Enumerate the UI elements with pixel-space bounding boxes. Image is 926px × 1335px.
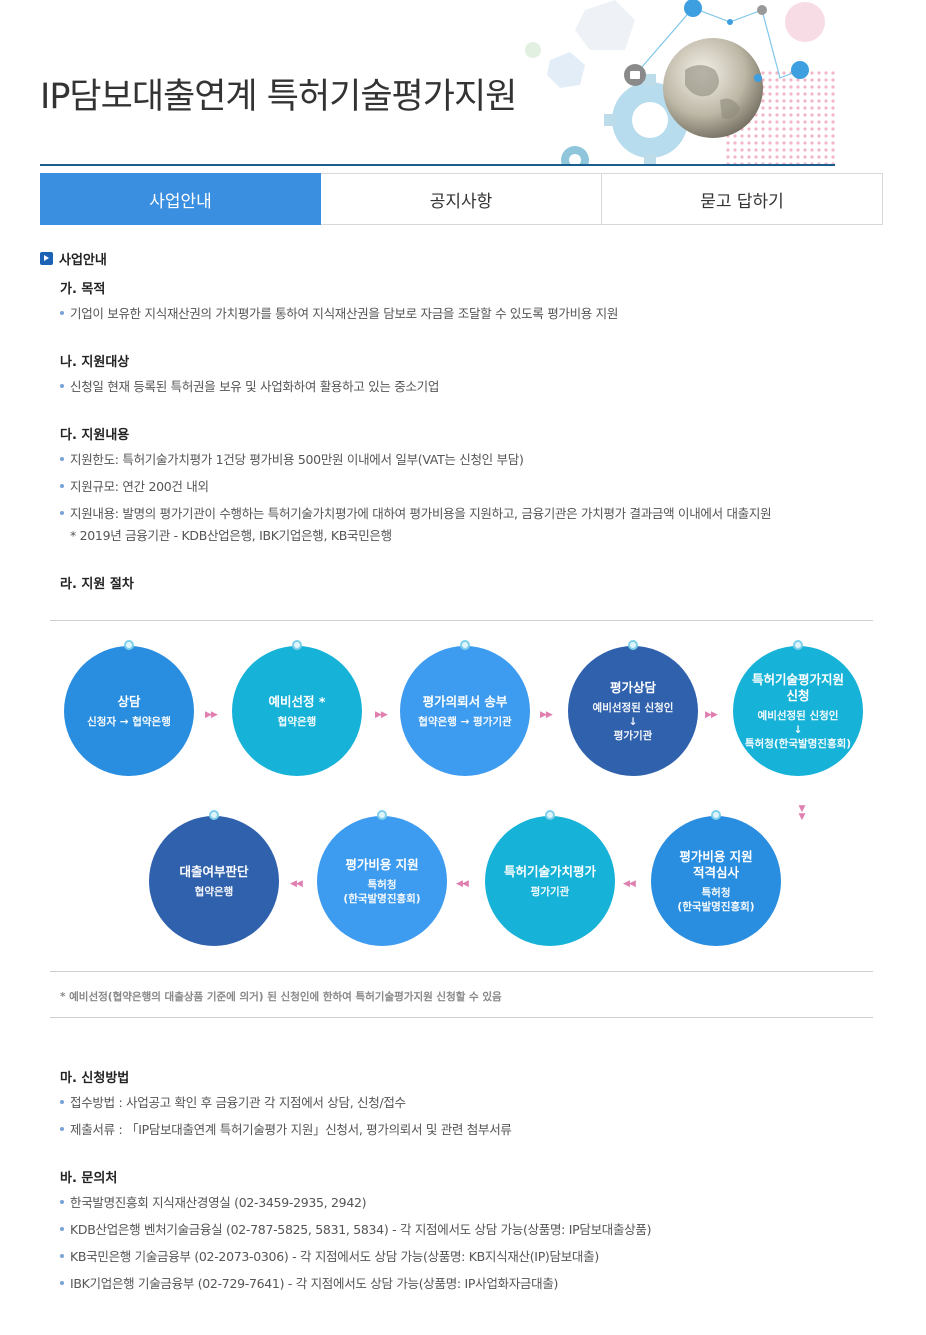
step-preselect: 예비선정 * 협약은행: [232, 640, 362, 776]
list-item: 지원규모: 연간 200건 내외: [60, 476, 209, 495]
arrow-right-icon: ▶▶: [205, 710, 218, 720]
divider: [50, 620, 873, 621]
pin-icon: [377, 810, 387, 820]
list-item: 지원내용: 발명의 평가기관이 수행하는 특허기술가치평가에 대하여 평가비용을…: [60, 503, 772, 522]
section-heading: 사업안내: [40, 249, 107, 268]
step-send-request: 평가의뢰서 송부 협약은행 → 평가기관: [400, 640, 530, 776]
support-note: * 2019년 금융기관 - KDB산업은행, IBK기업은행, KB국민은행: [70, 528, 392, 543]
list-item: KDB산업은행 벤처기술금융실 (02-787-5825, 5831, 5834…: [60, 1219, 651, 1238]
header-decoration: [525, 0, 835, 166]
divider: [50, 971, 873, 972]
pin-icon: [711, 810, 721, 820]
bullet-dot-icon: [60, 1280, 64, 1285]
tab-business-info[interactable]: 사업안내: [40, 173, 321, 225]
section-heading-text: 사업안내: [59, 253, 107, 268]
list-item: 신청일 현재 등록된 특허권을 보유 및 사업화하여 활용하고 있는 중소기업: [60, 376, 439, 395]
target-title: 나. 지원대상: [60, 355, 130, 370]
procedure-footnote: * 예비선정(협약은행의 대출상품 기준에 의거) 된 신청인에 한하여 특허기…: [60, 991, 502, 1003]
list-item: IBK기업은행 기술금융부 (02-729-7641) - 각 지점에서도 상담…: [60, 1273, 558, 1292]
divider: [50, 1017, 873, 1018]
bullet-dot-icon: [60, 310, 64, 315]
list-item: KB국민은행 기술금융부 (02-2073-0306) - 각 지점에서도 상담…: [60, 1246, 599, 1265]
contact-title: 바. 문의처: [60, 1171, 118, 1186]
tab-bar: 사업안내 공지사항 묻고 답하기: [40, 173, 883, 225]
pin-icon: [460, 640, 470, 650]
step-cost-support: 평가비용 지원 특허청 (한국발명진흥회): [317, 810, 447, 946]
step-eval-consult: 평가상담 예비선정된 신청인 ↓ 평가기관: [568, 640, 698, 776]
bullet-dot-icon: [60, 510, 64, 515]
arrow-left-icon: ◀◀: [456, 879, 469, 889]
step-apply: 특허기술평가지원 신청 예비선정된 신청인 ↓ 특허청(한국발명진흥회): [733, 640, 863, 776]
bullet-dot-icon: [60, 483, 64, 488]
small-arrow-down-icon: ↓: [793, 723, 803, 736]
procedure-title: 라. 지원 절차: [60, 577, 134, 592]
pin-icon: [793, 640, 803, 650]
list-item: 기업이 보유한 지식재산권의 가치평가를 통하여 지식재산권을 담보로 자금을 …: [60, 303, 618, 322]
bullet-dot-icon: [60, 1126, 64, 1131]
list-item: 한국발명진흥회 지식재산경영실 (02-3459-2935, 2942): [60, 1192, 367, 1211]
pin-icon: [209, 810, 219, 820]
pin-icon: [628, 640, 638, 650]
arrow-right-icon: ▶▶: [705, 710, 718, 720]
arrow-down-icon: ▼▼: [798, 804, 806, 822]
bullet-dot-icon: [60, 1226, 64, 1231]
bullet-arrow-icon: [40, 252, 53, 265]
list-item: 접수방법 : 사업공고 확인 후 금융기관 각 지점에서 상담, 신청/접수: [60, 1092, 406, 1111]
bullet-dot-icon: [60, 383, 64, 388]
support-title: 다. 지원내용: [60, 428, 130, 443]
small-arrow-down-icon: ↓: [628, 715, 638, 728]
arrow-right-icon: ▶▶: [540, 710, 553, 720]
tab-notices[interactable]: 공지사항: [321, 173, 602, 225]
pin-icon: [292, 640, 302, 650]
list-item: 제출서류 : 「IP담보대출연계 특허기술평가 지원」신청서, 평가의뢰서 및 …: [60, 1119, 512, 1138]
pin-icon: [124, 640, 134, 650]
tab-qna[interactable]: 묻고 답하기: [602, 173, 883, 225]
step-consult: 상담 신청자 → 협약은행: [64, 640, 194, 776]
arrow-left-icon: ◀◀: [623, 879, 636, 889]
purpose-title: 가. 목적: [60, 282, 106, 297]
list-item: 지원한도: 특허기술가치평가 1건당 평가비용 500만원 이내에서 일부(VA…: [60, 449, 524, 468]
pin-icon: [545, 810, 555, 820]
bullet-dot-icon: [60, 1199, 64, 1204]
step-tech-valuation: 특허기술가치평가 평가기관: [485, 810, 615, 946]
bullet-dot-icon: [60, 1253, 64, 1258]
page-title: IP담보대출연계 특허기술평가지원: [40, 77, 517, 117]
header-divider: [40, 164, 835, 166]
method-title: 마. 신청방법: [60, 1071, 130, 1086]
arrow-left-icon: ◀◀: [290, 879, 303, 889]
arrow-right-icon: ▶▶: [375, 710, 388, 720]
bullet-dot-icon: [60, 456, 64, 461]
step-eligibility-review: 평가비용 지원 적격심사 특허청 (한국발명진흥회): [651, 810, 781, 946]
step-loan-decision: 대출여부판단 협약은행: [149, 810, 279, 946]
page-header: IP담보대출연계 특허기술평가지원: [0, 0, 926, 170]
bullet-dot-icon: [60, 1099, 64, 1104]
